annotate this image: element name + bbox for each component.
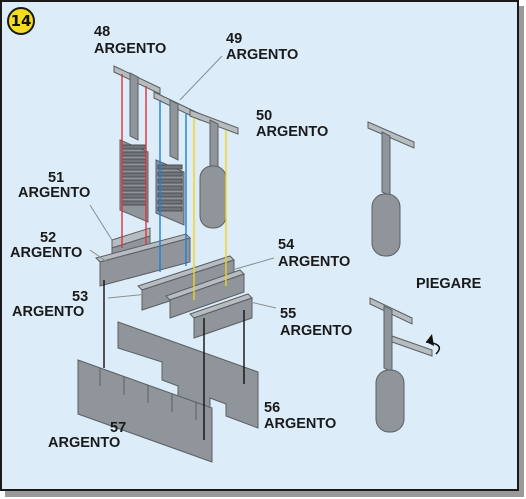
- label-57-number: 57: [110, 420, 126, 436]
- label-54: 54 ARGENTO: [278, 237, 350, 270]
- label-56-number: 56: [264, 400, 280, 416]
- label-56: 56 ARGENTO: [264, 400, 336, 432]
- step-number-badge: 14: [7, 7, 35, 35]
- label-51: 51 ARGENTO: [18, 170, 90, 201]
- part-49: [153, 91, 201, 226]
- label-50: 50 ARGENTO: [256, 108, 328, 140]
- callout-lines: [89, 55, 277, 309]
- label-49: 49 ARGENTO: [226, 31, 298, 63]
- part-48: [113, 65, 161, 223]
- label-57-text: ARGENTO: [48, 435, 120, 451]
- label-56-text: ARGENTO: [264, 416, 336, 432]
- label-53: 53 ARGENTO: [12, 289, 88, 320]
- step-number: 14: [10, 12, 32, 30]
- label-57: 57 ARGENTO: [48, 420, 126, 451]
- part-55: [189, 293, 253, 339]
- label-48: 48 ARGENTO: [94, 24, 166, 57]
- label-51-text: ARGENTO: [18, 185, 90, 201]
- label-52: 52 ARGENTO: [10, 230, 82, 261]
- label-53-number: 53: [72, 289, 88, 305]
- label-54-number: 54: [278, 237, 294, 253]
- label-55-number: 55: [280, 306, 296, 322]
- label-48-text: ARGENTO: [94, 41, 166, 57]
- label-53-text: ARGENTO: [12, 304, 84, 320]
- label-52-number: 52: [40, 230, 56, 246]
- part-50: [189, 109, 239, 229]
- label-49-text: ARGENTO: [226, 47, 298, 63]
- guide-lines: [103, 74, 245, 440]
- label-49-number: 49: [226, 31, 242, 47]
- part-57: [77, 359, 213, 463]
- part-53: [137, 255, 235, 311]
- label-48-number: 48: [94, 24, 110, 40]
- fold-instruction-label: PIEGARE: [416, 276, 482, 292]
- label-55: 55 ARGENTO: [280, 306, 352, 339]
- folded-part-after: [369, 297, 433, 433]
- fold-arrow-icon: [425, 334, 441, 355]
- label-51-number: 51: [48, 170, 64, 186]
- label-55-text: ARGENTO: [280, 323, 352, 339]
- label-52-text: ARGENTO: [10, 245, 82, 261]
- folded-part-before: [367, 121, 415, 257]
- label-50-text: ARGENTO: [256, 124, 328, 140]
- label-54-text: ARGENTO: [278, 254, 350, 270]
- label-50-number: 50: [256, 108, 272, 124]
